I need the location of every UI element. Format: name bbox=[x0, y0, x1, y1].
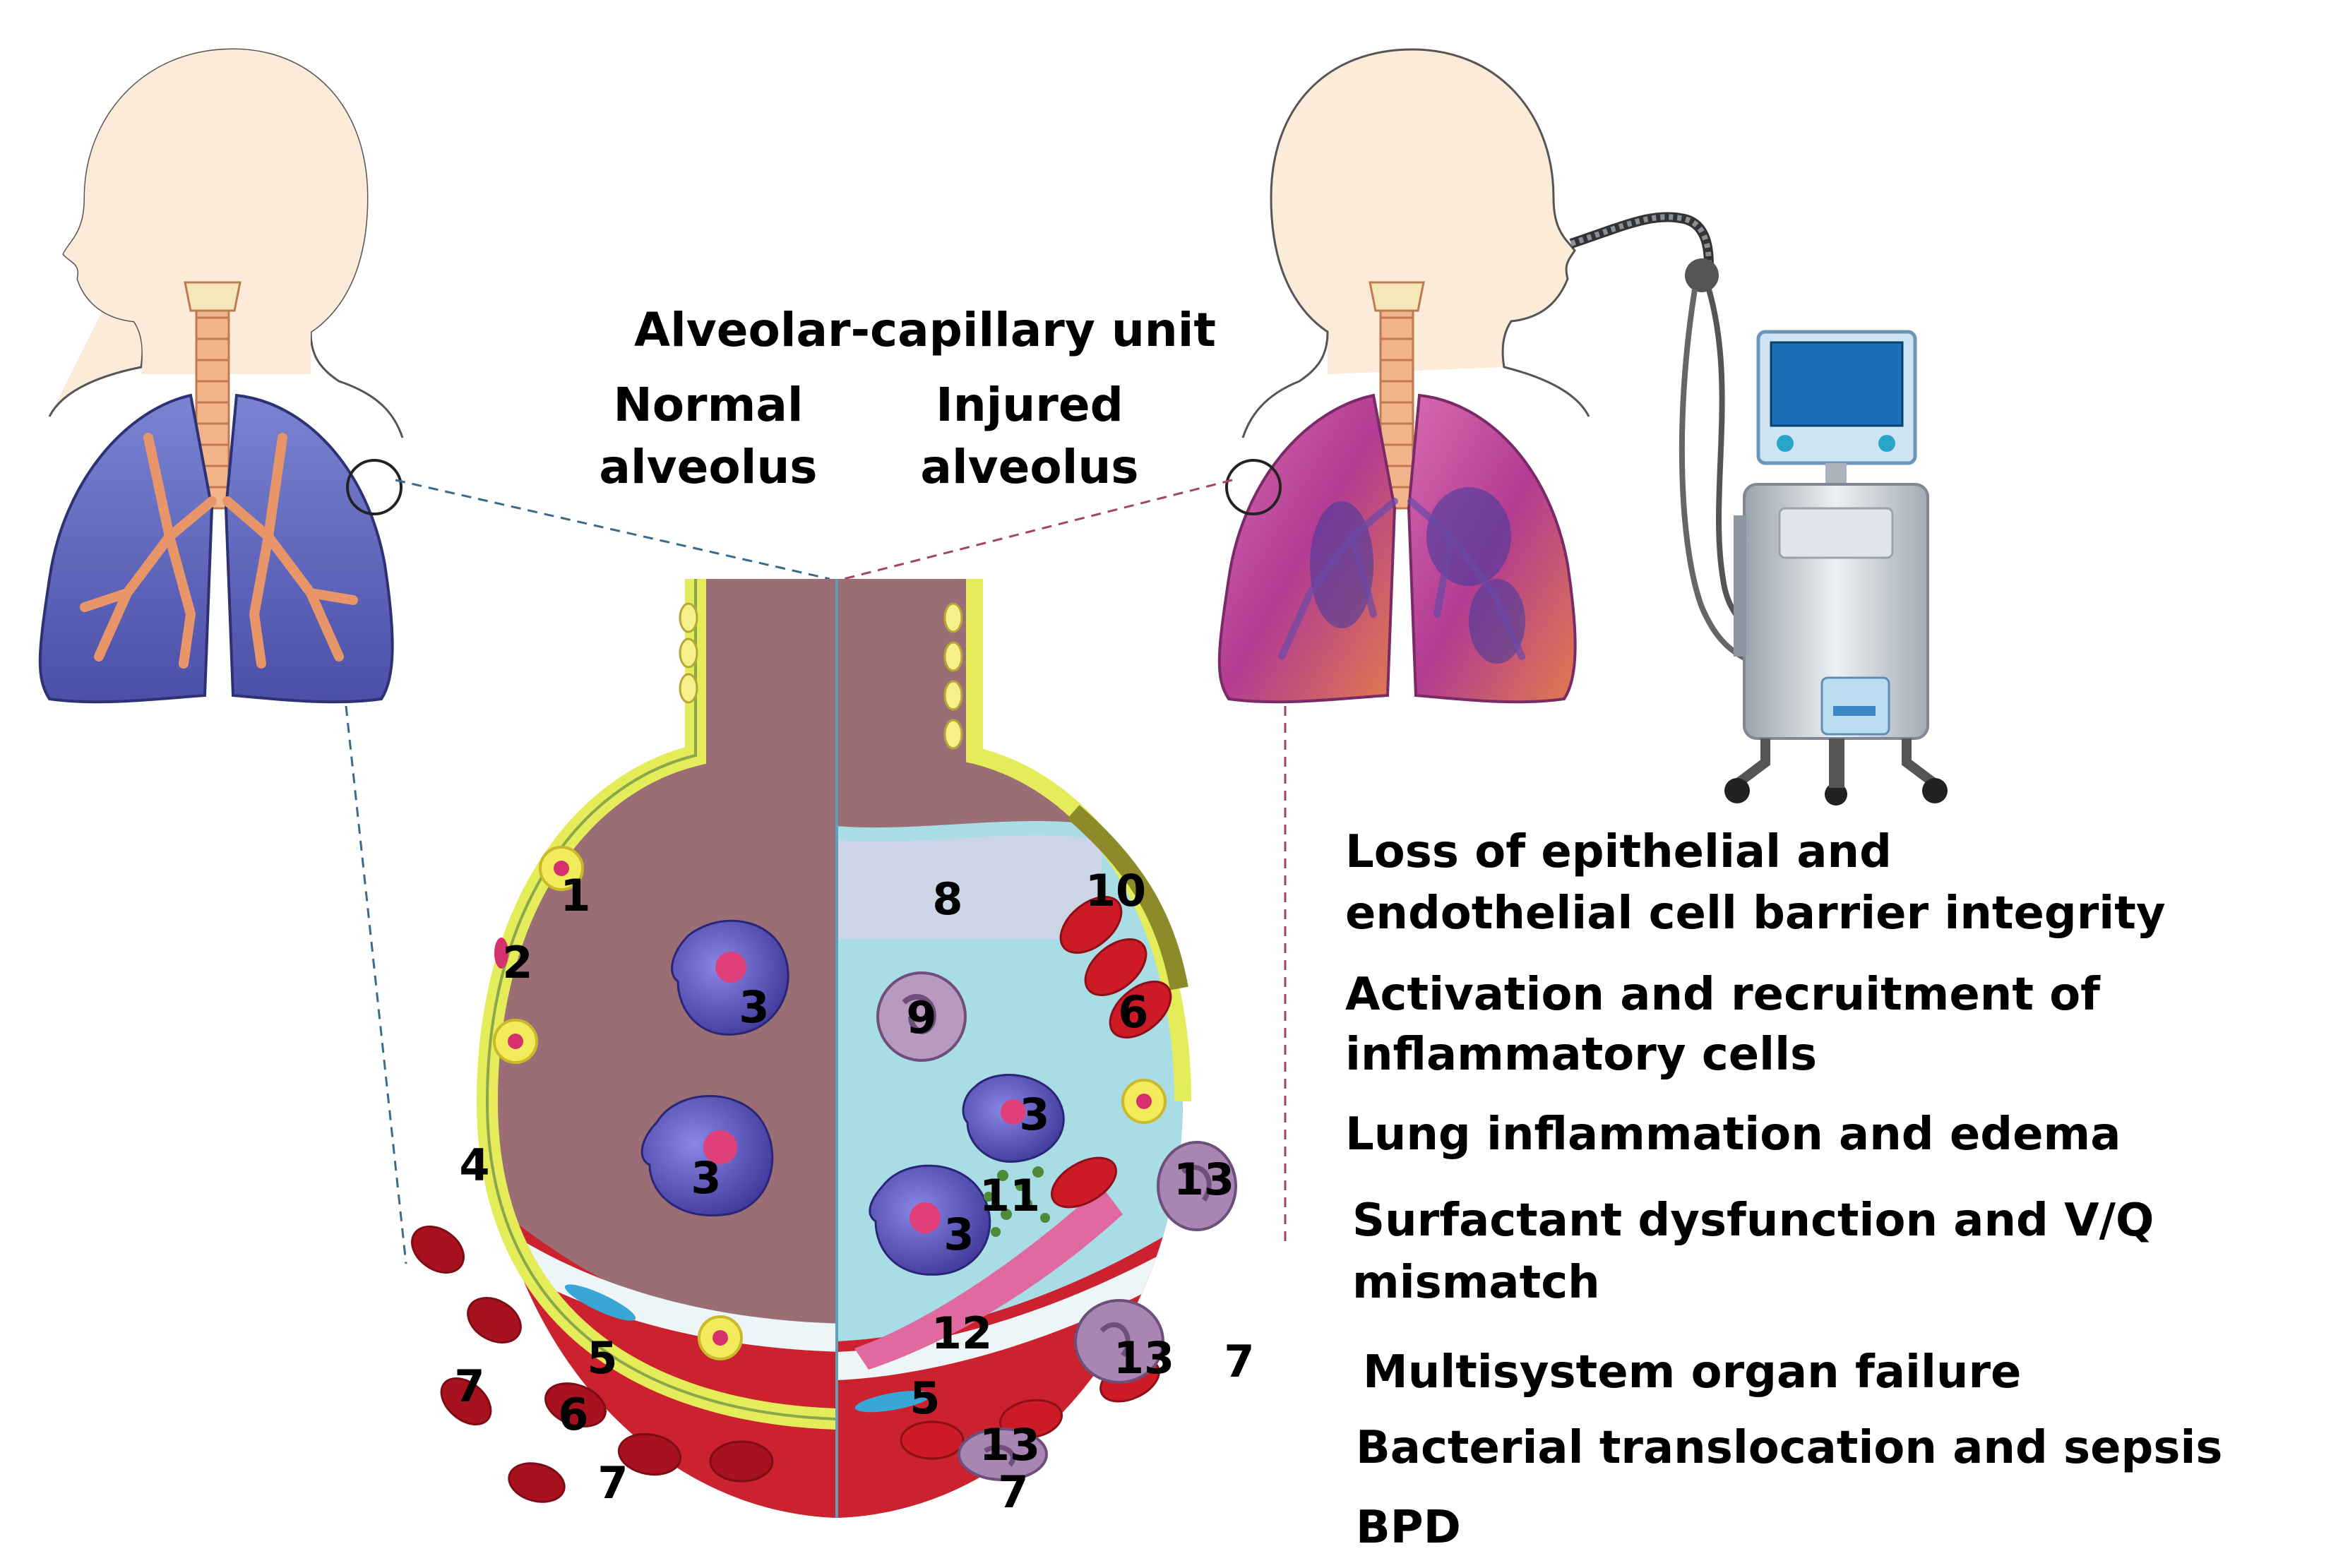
neutrophils-capillary bbox=[958, 1141, 1237, 1481]
macrophages-normal bbox=[640, 919, 789, 1216]
bronchial-tree bbox=[80, 433, 358, 669]
marker-7-a: 7 bbox=[454, 1360, 484, 1412]
marker-10: 10 bbox=[1085, 865, 1146, 916]
diagram-title: Alveolar-capillary unit bbox=[634, 303, 1216, 357]
outcome-2-line2: inflammatory cells bbox=[1345, 1029, 1817, 1081]
outcome-4-line1: Surfactant dysfunction and V/Q bbox=[1352, 1195, 2154, 1247]
outcome-2-line1: Activation and recruitment of bbox=[1345, 969, 2101, 1021]
marker-3-injured-b: 3 bbox=[943, 1209, 974, 1260]
endothelial-cell-normal bbox=[564, 1284, 636, 1321]
normal-child-illustration bbox=[38, 48, 404, 704]
zoom-circle-injured bbox=[1225, 459, 1282, 515]
zoom-circle-normal bbox=[346, 459, 403, 515]
left-lung-normal bbox=[38, 393, 214, 704]
red-blood-cells-normal bbox=[411, 1226, 774, 1503]
marker-5-normal: 5 bbox=[587, 1332, 617, 1384]
bacteria-granules bbox=[984, 1166, 1050, 1237]
marker-5-injured: 5 bbox=[910, 1372, 940, 1424]
marker-12: 12 bbox=[931, 1307, 992, 1359]
numbered-markers: 1 2 3 3 3 3 4 5 5 6 6 7 7 7 7 8 9 10 11 … bbox=[454, 865, 1254, 1518]
outcome-7: BPD bbox=[1356, 1502, 1461, 1554]
type-ii-cells-normal bbox=[493, 602, 743, 1360]
red-blood-cells-injured bbox=[900, 895, 1172, 1460]
outcome-1-line2: endothelial cell barrier integrity bbox=[1345, 887, 2166, 940]
outcome-4-line2: mismatch bbox=[1352, 1257, 1600, 1309]
marker-13-a: 13 bbox=[1174, 1154, 1234, 1205]
zoom-leader-lines bbox=[345, 479, 1287, 1264]
outcome-5: Multisystem organ failure bbox=[1363, 1346, 2021, 1399]
injured-alveolus-label-line1: Injured bbox=[936, 378, 1123, 432]
type-i-cell-nucleus bbox=[494, 938, 508, 969]
outcome-3: Lung inflammation and edema bbox=[1345, 1108, 2121, 1161]
ventilator bbox=[1569, 212, 1948, 806]
marker-2: 2 bbox=[502, 937, 532, 988]
normal-alveolus-label-line2: alveolus bbox=[599, 440, 817, 494]
marker-6-normal: 6 bbox=[558, 1389, 588, 1440]
injured-alveolus-label-line2: alveolus bbox=[920, 440, 1138, 494]
marker-7-b: 7 bbox=[597, 1457, 628, 1509]
marker-11: 11 bbox=[979, 1170, 1040, 1221]
outcome-6: Bacterial translocation and sepsis bbox=[1356, 1422, 2222, 1474]
marker-13-c: 13 bbox=[979, 1419, 1040, 1471]
fibroblast-region bbox=[854, 1186, 1123, 1370]
type-ii-cells-injured bbox=[943, 602, 1167, 1124]
endothelial-cell-injured bbox=[854, 1390, 932, 1413]
marker-4: 4 bbox=[459, 1139, 489, 1191]
marker-7-c: 7 bbox=[998, 1466, 1028, 1518]
marker-3-injured-a: 3 bbox=[1019, 1089, 1049, 1140]
marker-7-d: 7 bbox=[1224, 1336, 1254, 1387]
neutrophil-alveolar bbox=[876, 971, 967, 1062]
marker-8: 8 bbox=[932, 873, 962, 925]
marker-9: 9 bbox=[906, 992, 936, 1043]
marker-13-b: 13 bbox=[1114, 1332, 1174, 1384]
marker-3-normal-a: 3 bbox=[739, 981, 769, 1033]
marker-1: 1 bbox=[560, 870, 590, 921]
outcome-1-line1: Loss of epithelial and bbox=[1345, 826, 1892, 878]
normal-alveolus-label-line1: Normal bbox=[613, 378, 803, 432]
macrophages-injured bbox=[869, 1074, 1065, 1276]
alveolus-injured-half bbox=[837, 579, 1237, 1518]
right-lung-normal bbox=[224, 393, 394, 704]
outcome-list: Loss of epithelial and endothelial cell … bbox=[1345, 826, 2222, 1554]
marker-6-injured: 6 bbox=[1118, 986, 1148, 1038]
marker-3-normal-b: 3 bbox=[691, 1152, 721, 1204]
ventilated-child-illustration bbox=[1217, 48, 1590, 704]
